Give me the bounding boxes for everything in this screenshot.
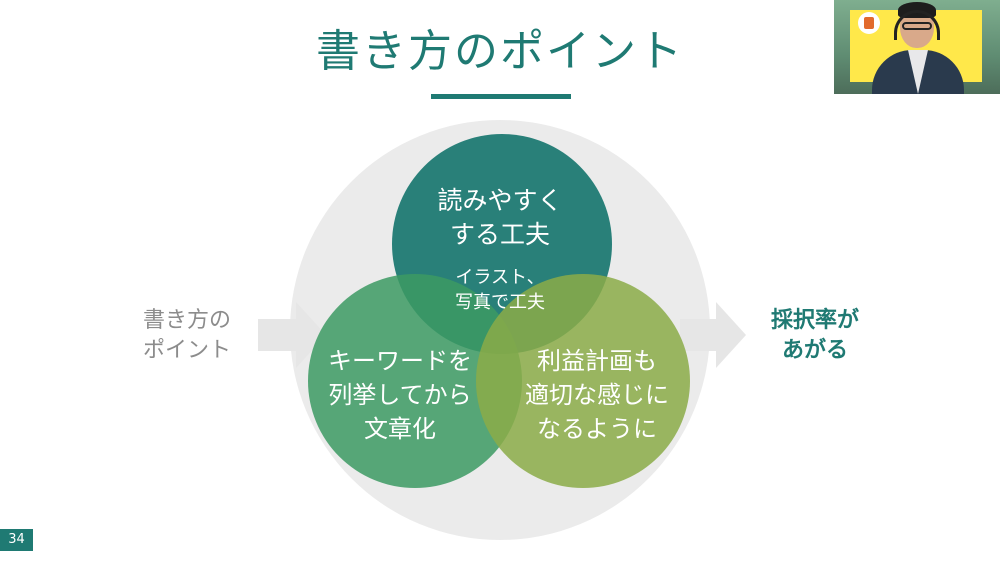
left-side-label: 書き方の ポイント (132, 306, 242, 366)
presenter-webcam (834, 0, 1000, 94)
headset-icon (894, 10, 940, 40)
left-side-label-line-2: ポイント (142, 338, 231, 363)
center-overlap-label: イラスト、 写真で工夫 (420, 265, 580, 315)
circle-keywords-label-line-1: キーワードを (328, 347, 472, 375)
right-side-label: 採択率が あがる (760, 306, 870, 366)
circle-keywords (308, 274, 522, 488)
circle-readability-label-line-2: する工夫 (449, 220, 550, 249)
circle-profit-plan-label-line-3: なるように (537, 415, 657, 443)
page-number: 34 (0, 529, 33, 551)
left-arrow (258, 302, 326, 368)
circle-keywords-label-line-2: 列挙してから (328, 381, 472, 409)
circle-keywords-label: キーワードを 列挙してから 文章化 (300, 344, 500, 446)
center-overlap-label-line-2: 写真で工夫 (455, 292, 545, 313)
right-arrow (680, 302, 746, 368)
center-overlap-label-line-1: イラスト、 (455, 267, 545, 288)
circle-profit-plan (476, 274, 690, 488)
slide-title: 書き方のポイント (316, 26, 684, 77)
circle-readability-label-line-1: 読みやすく (437, 186, 563, 215)
right-side-label-line-1: 採択率が (770, 308, 859, 333)
circle-profit-plan-label: 利益計画も 適切な感じに なるように (497, 344, 697, 446)
circle-readability-label: 読みやすく する工夫 (400, 184, 600, 252)
logo-icon (858, 12, 880, 34)
right-side-label-line-2: あがる (781, 338, 848, 363)
left-side-label-line-1: 書き方の (142, 308, 231, 333)
title-underline (431, 94, 571, 99)
circle-profit-plan-label-line-2: 適切な感じに (525, 381, 669, 409)
circle-keywords-label-line-3: 文章化 (364, 415, 436, 443)
circle-profit-plan-label-line-1: 利益計画も (537, 347, 657, 375)
